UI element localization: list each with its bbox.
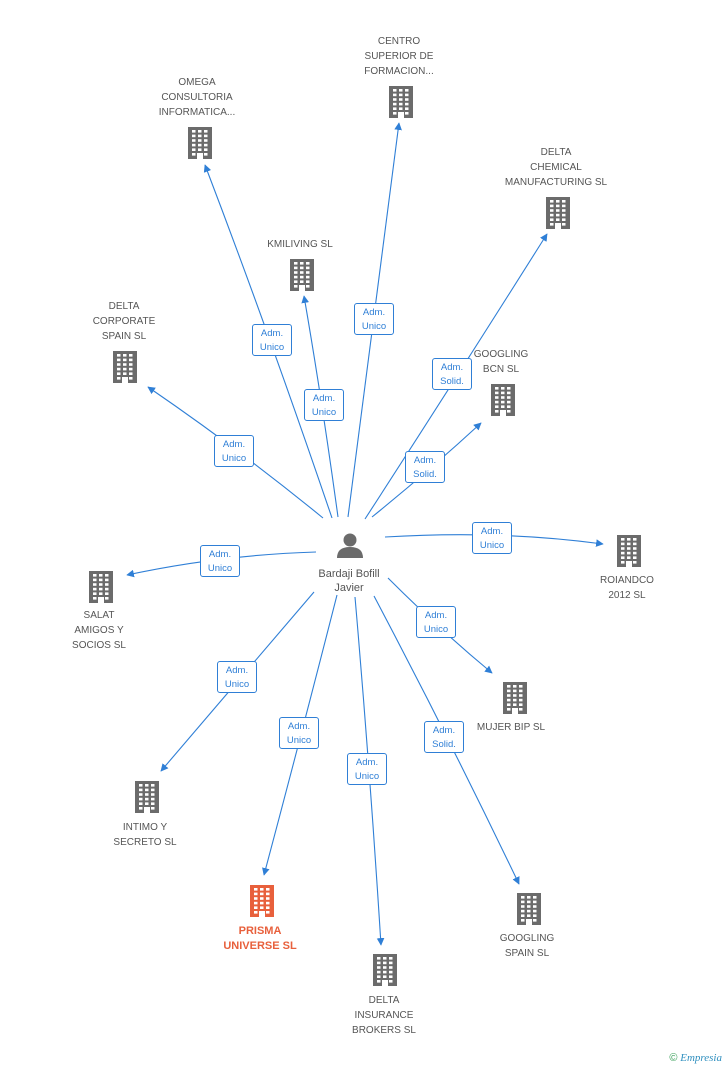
company-name-salat[interactable]: SALAT AMIGOS Y SOCIOS SL (72, 610, 126, 651)
company-name-prisma[interactable]: PRISMA UNIVERSE SL (223, 925, 297, 952)
building-icon-delta_corp[interactable] (113, 351, 137, 383)
edge-label-kmiliving: Adm. Unico (304, 389, 344, 421)
building-icon-salat[interactable] (89, 571, 113, 603)
brand-name: Empresia (680, 1052, 722, 1064)
company-name-kmiliving[interactable]: KMILIVING SL (267, 239, 333, 250)
edge-label-delta_chem: Adm. Solid. (432, 358, 472, 390)
company-name-omega[interactable]: OMEGA CONSULTORIA INFORMATICA... (158, 77, 236, 118)
building-icon-delta_chem[interactable] (546, 197, 570, 229)
edge-label-delta_corp: Adm. Unico (214, 435, 254, 467)
building-icon-googling_spain[interactable] (517, 893, 541, 925)
building-icon-centro[interactable] (389, 86, 413, 118)
company-name-googling_spain[interactable]: GOOGLING SPAIN SL (499, 933, 555, 959)
company-name-googling_bcn[interactable]: GOOGLING BCN SL (473, 349, 529, 375)
company-name-delta_chem[interactable]: DELTA CHEMICAL MANUFACTURING SL (504, 147, 608, 188)
building-icon-intimo[interactable] (135, 781, 159, 813)
building-icon-kmiliving[interactable] (290, 259, 314, 291)
edge-label-googling_bcn: Adm. Solid. (405, 451, 445, 483)
edge-label-mujer: Adm. Unico (416, 606, 456, 638)
person-icon[interactable] (337, 533, 363, 559)
edge-label-salat: Adm. Unico (200, 545, 240, 577)
building-icon-googling_bcn[interactable] (491, 384, 515, 416)
company-name-intimo[interactable]: INTIMO Y SECRETO SL (113, 822, 177, 848)
company-name-mujer[interactable]: MUJER BIP SL (476, 722, 546, 733)
building-icon-omega[interactable] (188, 127, 212, 159)
company-name-centro[interactable]: CENTRO SUPERIOR DE FORMACION... (364, 36, 434, 77)
brand-footer: © Empresia (669, 1052, 722, 1064)
building-icon-delta_ins[interactable] (373, 954, 397, 986)
building-icon-roiandco[interactable] (617, 535, 641, 567)
copyright-icon: © (669, 1052, 678, 1064)
company-name-delta_ins[interactable]: DELTA INSURANCE BROKERS SL (352, 995, 416, 1036)
company-name-delta_corp[interactable]: DELTA CORPORATE SPAIN SL (92, 301, 156, 342)
edge-label-omega: Adm. Unico (252, 324, 292, 356)
person-name[interactable]: Bardaji Bofill Javier (318, 568, 380, 594)
company-name-roiandco[interactable]: ROIANDCO 2012 SL (600, 575, 654, 601)
building-icon-prisma[interactable] (250, 885, 274, 917)
edge-label-centro: Adm. Unico (354, 303, 394, 335)
edge-label-prisma: Adm. Unico (279, 717, 319, 749)
building-icon-mujer[interactable] (503, 682, 527, 714)
edge-label-googling_spain: Adm. Solid. (424, 721, 464, 753)
edge-label-roiandco: Adm. Unico (472, 522, 512, 554)
edge-label-delta_ins: Adm. Unico (347, 753, 387, 785)
edge-label-intimo: Adm. Unico (217, 661, 257, 693)
